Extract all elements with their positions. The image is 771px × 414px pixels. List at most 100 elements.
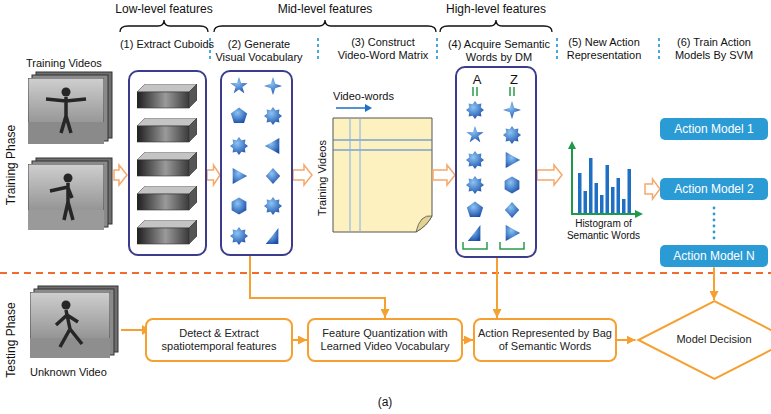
histogram (568, 141, 643, 218)
level-braces (120, 20, 552, 32)
dot (713, 219, 716, 222)
word-shape (505, 176, 520, 193)
word-shape (506, 152, 520, 168)
words-arrow (336, 107, 366, 109)
word-shape (230, 77, 247, 93)
axis-head (635, 210, 643, 218)
matrix-col (350, 118, 351, 232)
box-label: Action Model N (673, 249, 754, 263)
diamond-shape (638, 301, 771, 379)
hollow-flow-arrow (537, 165, 562, 185)
video-word-matrix (333, 104, 432, 232)
flow-arrow (250, 256, 385, 318)
unknown-video-frames (30, 286, 118, 358)
chart-caption: Histogram of Semantic Words (562, 218, 645, 242)
flow-arrow (617, 339, 636, 341)
box-label: Detect & Extract spatiotemporal features (147, 327, 291, 353)
matrix-row (333, 139, 432, 140)
word-shape (466, 151, 484, 169)
level-label: Mid-level features (260, 2, 390, 16)
cuboid (137, 186, 197, 210)
axis-label: Training Videos (316, 140, 329, 216)
separator (556, 38, 558, 62)
dot (713, 213, 716, 216)
hollow-arrow (114, 165, 127, 185)
model-box: Action Model N (660, 245, 768, 267)
word-shape (506, 225, 520, 241)
group-letter: Z (505, 72, 523, 87)
dot (713, 207, 716, 210)
word-shape (505, 202, 519, 218)
hollow-flow-arrow (645, 179, 660, 199)
axis-label: Video-words (333, 90, 413, 103)
process-box: Detect & Extract spatiotemporal features (145, 318, 293, 362)
step-heading: (5) New Action Representation (558, 36, 650, 62)
word-shape (466, 176, 484, 194)
word-shape (466, 126, 483, 142)
process-box: Action Represented by Bag of Semantic Wo… (473, 318, 617, 362)
word-shape (230, 137, 248, 155)
matrix-page (333, 118, 432, 232)
level-label: High-level features (431, 2, 561, 16)
page-curl (416, 216, 432, 232)
box-label: Action Model 2 (674, 182, 753, 196)
group-letter: A (468, 72, 486, 87)
semantic-words (463, 87, 524, 249)
word-shape (503, 101, 521, 119)
box-label: Action Represented by Bag of Semantic Wo… (475, 327, 615, 353)
word-shape (503, 126, 521, 144)
bar (611, 187, 615, 213)
video-frame (30, 292, 110, 358)
words-arrow-head (365, 104, 372, 112)
level-label: Low-level features (99, 2, 229, 16)
cuboid (137, 220, 197, 244)
cuboids (137, 84, 197, 244)
step-heading: (2) Generate Visual Vocabulary (213, 38, 305, 64)
figure-caption: (a) (335, 395, 435, 409)
dot (713, 237, 716, 240)
separator (436, 38, 438, 62)
visual-words (230, 77, 282, 245)
separator (658, 38, 660, 62)
hollow-flow-arrow (207, 165, 220, 185)
flow-arrow (713, 267, 715, 300)
process-box: Feature Quantization with Learned Video … (307, 318, 463, 362)
box-label: Feature Quantization with Learned Video … (309, 327, 461, 353)
dot (713, 225, 716, 228)
separator (317, 38, 319, 62)
equals-mark (473, 87, 514, 96)
word-shape (264, 197, 282, 215)
model-box: Action Model 1 (660, 118, 768, 140)
phase-divider (0, 272, 771, 274)
hollow-flow-arrow (433, 165, 455, 185)
matrix-col (360, 118, 361, 232)
bars (578, 158, 631, 213)
bar (606, 165, 610, 213)
phase-label: Training Phase (4, 125, 18, 205)
training-video-frames (28, 72, 112, 230)
axis (571, 213, 636, 215)
model-ellipsis (713, 207, 716, 240)
brace (120, 20, 208, 32)
bar (584, 191, 588, 213)
word-shape (265, 138, 279, 154)
bar (578, 173, 582, 213)
brace (440, 20, 552, 32)
hollow-flow-arrow (293, 165, 312, 185)
word-shape (233, 168, 247, 184)
matrix-row (333, 149, 432, 150)
flow-arrow (463, 339, 473, 341)
word-shape (231, 107, 247, 122)
bar (617, 178, 621, 213)
bar (595, 183, 599, 213)
word-shape (264, 107, 282, 125)
input-label: Unknown Video (30, 366, 130, 379)
word-shape (467, 201, 483, 216)
word-shape (266, 168, 280, 184)
cuboid-panel: (1) Extract Cuboids (128, 70, 207, 256)
group-bracket (463, 242, 524, 249)
step-heading: (6) Train Action Models By SVM (664, 36, 764, 62)
semantic-panel: (4) Acquire Semantic Words by DMAZ (455, 66, 537, 258)
model-box: Action Model 2 (660, 178, 768, 200)
